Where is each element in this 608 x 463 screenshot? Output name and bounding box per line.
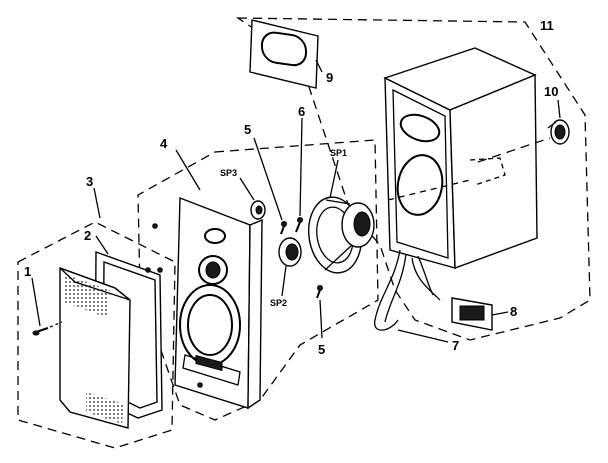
- leader-2: [95, 235, 109, 255]
- label-8: 8: [510, 304, 517, 319]
- grille-part-3: [59, 267, 131, 429]
- leader-6: [299, 117, 303, 217]
- leader-sp2: [281, 265, 287, 297]
- woofer-sp1: [308, 196, 375, 274]
- label-5-upper: 5: [244, 122, 251, 137]
- label-9: 9: [326, 70, 333, 85]
- leader-5-upper: [253, 137, 283, 221]
- leader-sp3: [239, 177, 255, 201]
- label-7: 7: [452, 338, 459, 353]
- terminal-part-10: [547, 119, 570, 145]
- label-5-lower: 5: [318, 342, 325, 357]
- label-6: 6: [298, 104, 305, 119]
- wiring-part-7: [374, 249, 441, 331]
- screw-part-6: [295, 217, 303, 233]
- terminal-plate-part-8: [451, 297, 493, 331]
- label-10: 10: [544, 84, 558, 99]
- baffle-part-4: [174, 196, 263, 410]
- group-4-boundary: [137, 139, 379, 421]
- label-2: 2: [84, 228, 91, 243]
- leader-5-lower: [319, 299, 323, 339]
- leader-9: [315, 59, 323, 73]
- leader-1: [31, 277, 41, 327]
- label-sp3: SP3: [220, 168, 237, 178]
- leader-7: [397, 329, 449, 343]
- label-sp2: SP2: [270, 298, 287, 308]
- leader-3: [93, 187, 101, 219]
- leader-10: [557, 99, 561, 119]
- port-plate-part-9: [249, 19, 319, 89]
- label-3: 3: [86, 174, 93, 189]
- label-4: 4: [160, 136, 168, 151]
- pin-part-1: [32, 321, 63, 336]
- group-11-boundary: [235, 17, 591, 341]
- leader-8: [491, 311, 509, 316]
- leader-sp1: [329, 159, 339, 199]
- screws-part-4: [152, 223, 203, 388]
- tweeter-sp2: [278, 237, 302, 267]
- leader-10-dashed: [477, 137, 551, 163]
- label-11: 11: [540, 18, 554, 33]
- screw-part-5-upper: [280, 221, 287, 235]
- label-sp1: SP1: [330, 148, 347, 158]
- cabinet-part-11: [383, 47, 538, 269]
- label-1: 1: [24, 264, 31, 279]
- leader-4: [175, 149, 201, 191]
- screw-part-5-lower: [316, 285, 323, 299]
- component-sp3: [250, 200, 266, 220]
